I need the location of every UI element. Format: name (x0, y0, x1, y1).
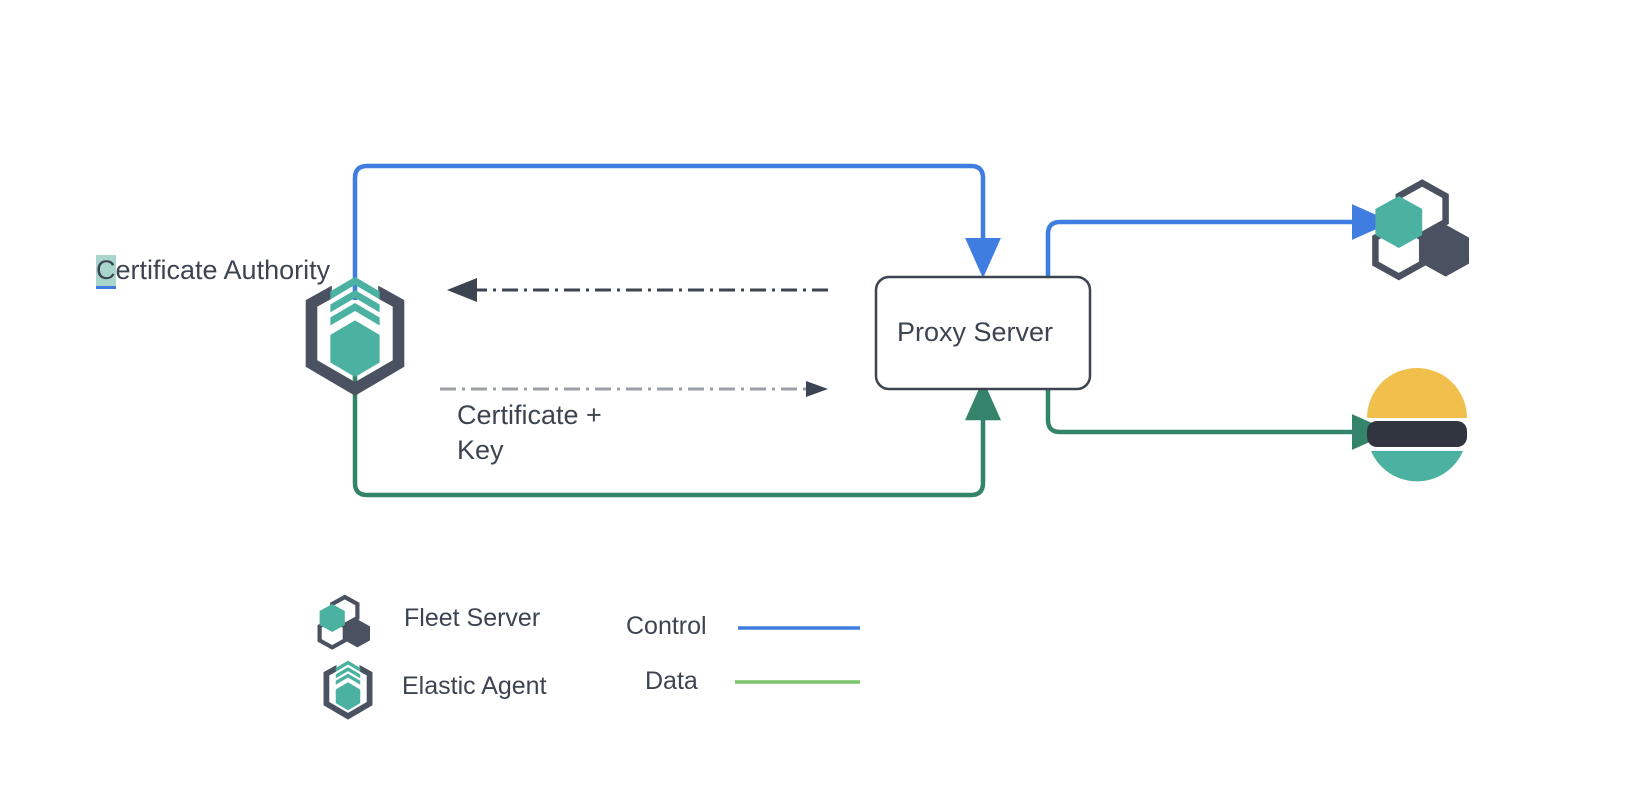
certificate-key-edge-label: Certificate + Key (457, 398, 677, 467)
edge-control-agent-to-proxy (352, 163, 1001, 300)
edge-data-agent-to-proxy (352, 368, 1001, 498)
text-selection-highlight: C (96, 255, 116, 289)
elastic-agent-icon (305, 276, 405, 396)
certificate-authority-label-rest: ertificate Authority (115, 255, 331, 285)
legend-data-label: Data (645, 667, 698, 695)
edge-data-proxy-to-elasticsearch (1045, 366, 1393, 450)
edge-control-proxy-to-fleet (1045, 204, 1393, 300)
elasticsearch-icon (1367, 368, 1467, 482)
certificate-key-line-1: Certificate + (457, 400, 602, 430)
fleet-server-icon (1372, 179, 1469, 281)
proxy-server-node[interactable] (874, 275, 1092, 391)
certificate-key-line-2: Key (457, 434, 504, 465)
legend-fleet-server-icon (317, 594, 370, 650)
proxy-server-label: Proxy Server (897, 317, 1054, 347)
edge-certificate-key-ca-to-proxy (440, 381, 828, 397)
legend-elastic-agent-label: Elastic Agent (402, 672, 547, 700)
certificate-authority-label: Certificate Authority (96, 254, 331, 289)
legend-control-label: Control (626, 612, 707, 640)
legend-fleet-server-label: Fleet Server (404, 604, 541, 632)
legend-elastic-agent-icon (323, 660, 373, 720)
